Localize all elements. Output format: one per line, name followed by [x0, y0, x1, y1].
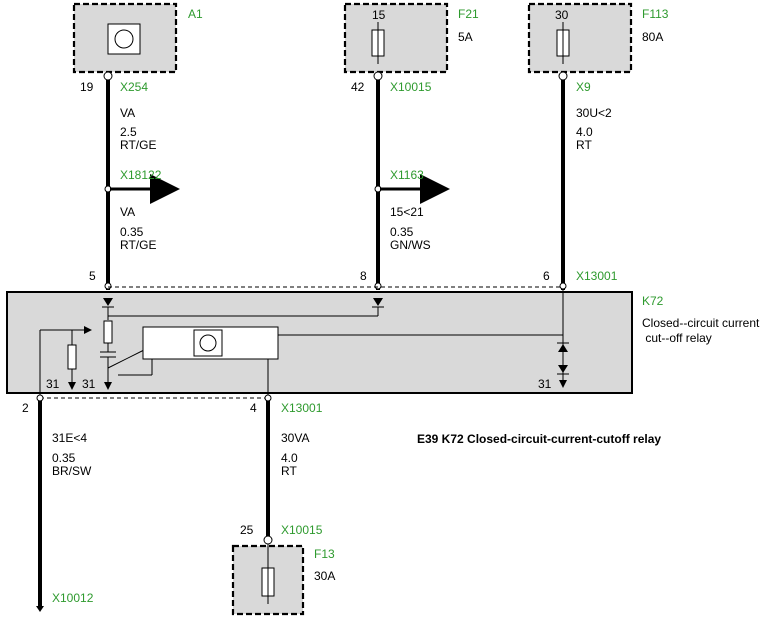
- wire-5-pin: 4: [250, 401, 257, 415]
- ground-icon: [68, 382, 76, 390]
- connector-x254-pin: [103, 71, 113, 81]
- wire-1b-pin: 5: [89, 269, 96, 283]
- f113-box: [527, 2, 633, 74]
- diode-icon: [103, 298, 113, 306]
- resistor-icon: [103, 320, 113, 344]
- f21-label: F21: [458, 7, 479, 21]
- diagram-title: E39 K72 Closed-circuit-current-cutoff re…: [417, 432, 661, 446]
- f113-pin: 30: [555, 8, 569, 22]
- wire-2-pin: 42: [351, 80, 365, 94]
- wire-1-size: 2.5: [120, 125, 137, 139]
- wire-1b-size: 0.35: [120, 225, 144, 239]
- diode-icon: [558, 365, 568, 373]
- connector-x9-pin: [558, 71, 568, 81]
- f113-label: F113: [642, 7, 669, 21]
- wire-2b-connector: X1163: [390, 168, 424, 182]
- transistor-icon: [199, 334, 217, 352]
- resistor-icon: [67, 344, 77, 370]
- wire-5-color: RT: [281, 464, 297, 478]
- f21-box: [343, 2, 449, 74]
- wire-1-connector: X254: [120, 80, 148, 94]
- wire-4-signal: 31E<4: [52, 431, 87, 445]
- pin-5-point: [104, 282, 112, 290]
- component-k72[interactable]: 31 31 31 K72 Closed--circuit current cut…: [6, 286, 760, 399]
- wire-3-connector-bottom: X13001: [576, 269, 618, 283]
- f13-pin: 25: [240, 523, 254, 537]
- wire-4-connector: X10012: [52, 591, 94, 605]
- component-f21[interactable]: 15 F21 5A: [343, 2, 479, 74]
- wire-1b-connector: X18122: [120, 168, 162, 182]
- wire-1b-color: RT/GE: [120, 238, 156, 252]
- ground-label-3: 31: [538, 377, 552, 391]
- wire-2b-pin: 8: [360, 269, 367, 283]
- f21-pin: 15: [372, 8, 386, 22]
- k72-desc-line1: Closed--circuit current: [642, 316, 760, 330]
- wire-4[interactable]: 2 31E<4 0.35 BR/SW X10012: [22, 394, 94, 612]
- wire-end-icon: [36, 606, 44, 612]
- wire-5-connector: X13001: [281, 401, 323, 415]
- component-f113[interactable]: 30 F113 80A: [527, 2, 669, 74]
- f113-rating: 80A: [642, 30, 663, 44]
- wire-3[interactable]: X9 30U<2 4.0 RT 6 X13001: [543, 71, 618, 290]
- wire-2b-color: GN/WS: [390, 238, 431, 252]
- ground-icon: [559, 380, 567, 388]
- wire-1-signal: VA: [120, 106, 135, 120]
- wire-5[interactable]: 4 X13001 30VA 4.0 RT 25 X10015: [240, 394, 323, 545]
- connector-x10015-pin: [263, 535, 273, 545]
- wire-2b-signal: 15<21: [390, 205, 424, 219]
- component-f13[interactable]: F13 30A: [231, 544, 335, 616]
- wire-1b-signal: VA: [120, 205, 135, 219]
- wire-1-color: RT/GE: [120, 138, 156, 152]
- k72-label: K72: [642, 294, 664, 308]
- wire-2b-size: 0.35: [390, 225, 414, 239]
- f13-connector: X10015: [281, 523, 323, 537]
- wire-2[interactable]: 42 X10015 X1163 15<21 0.35 GN/WS 8: [351, 71, 450, 290]
- ground-label-2: 31: [82, 377, 96, 391]
- a1-label: A1: [188, 7, 203, 21]
- relay-contact: [107, 349, 145, 369]
- diode-icon: [558, 344, 568, 352]
- wire-4-pin: 2: [22, 401, 29, 415]
- k72-desc-line2: cut--off relay: [642, 331, 712, 345]
- wire-5-signal: 30VA: [281, 431, 309, 445]
- wire-3-size: 4.0: [576, 125, 593, 139]
- f13-rating: 30A: [314, 569, 335, 583]
- f21-rating: 5A: [458, 30, 473, 44]
- wire-4-size: 0.35: [52, 451, 76, 465]
- ground-icon: [104, 382, 112, 390]
- pin-2-point: [36, 394, 44, 402]
- connector-x10015-pin: [373, 71, 383, 81]
- component-a1[interactable]: A1: [72, 2, 203, 74]
- wire-1-pin: 19: [80, 80, 94, 94]
- wire-2-connector: X10015: [390, 80, 432, 94]
- wire-3-color: RT: [576, 138, 592, 152]
- wire-5-size: 4.0: [281, 451, 298, 465]
- diode-icon: [373, 298, 383, 306]
- pin-6-point: [559, 282, 567, 290]
- wire-1[interactable]: 19 X254 VA 2.5 RT/GE X18122 VA 0.35 RT/G…: [80, 71, 180, 290]
- wire-4-color: BR/SW: [52, 464, 92, 478]
- pin-8-point: [374, 282, 382, 290]
- a1-module-symbol: [107, 23, 141, 55]
- transistor-icon: [114, 29, 134, 49]
- pin-4-point: [264, 394, 272, 402]
- wire-3-connector-top: X9: [576, 80, 591, 94]
- ground-label-1: 31: [46, 377, 60, 391]
- wire-3-signal: 30U<2: [576, 106, 612, 120]
- f13-label: F13: [314, 547, 335, 561]
- wire-3-pin: 6: [543, 269, 550, 283]
